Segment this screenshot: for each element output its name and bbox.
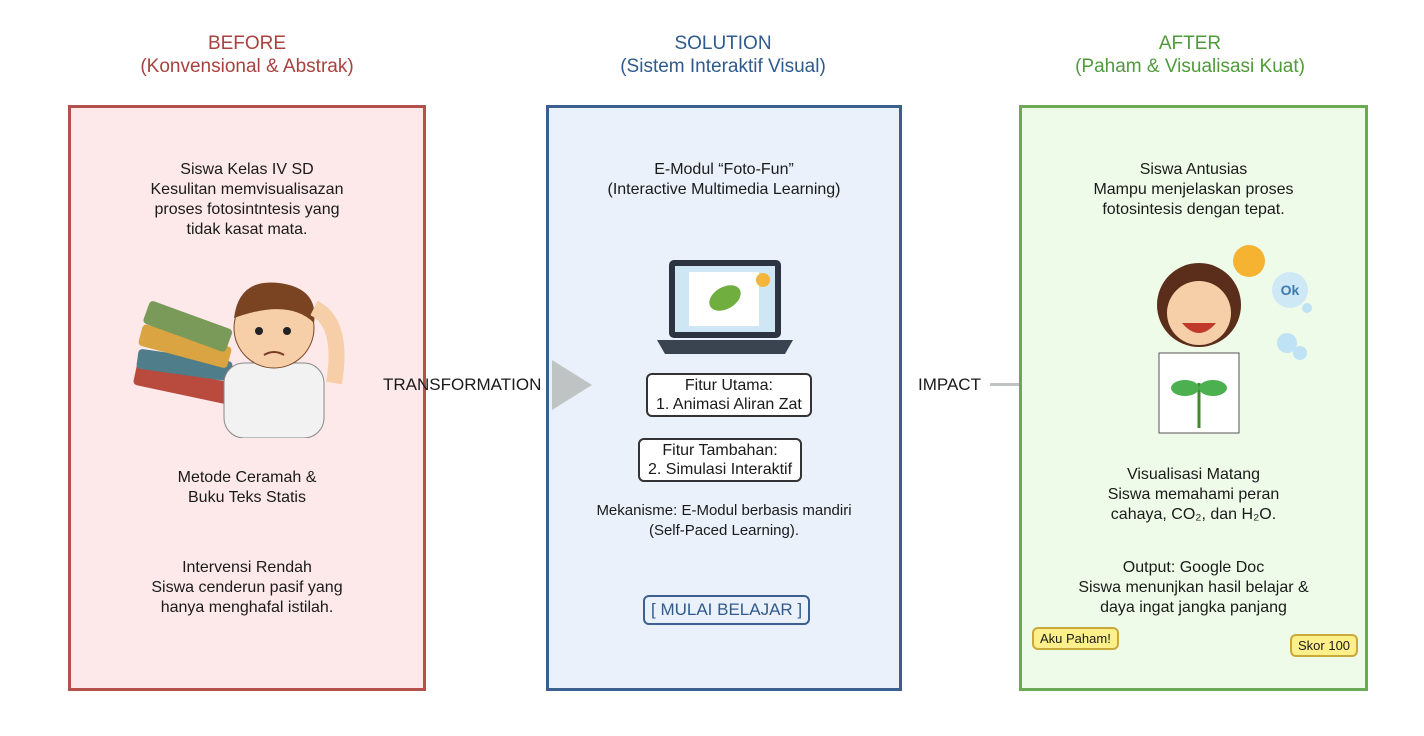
after-output-text: Output: Google Doc Siswa menunjkan hasil… (1022, 558, 1365, 618)
transformation-arrow-icon (552, 360, 592, 410)
solution-module-text: E-Modul “Foto-Fun” (Interactive Multimed… (549, 160, 899, 200)
text-line: Siswa cenderun pasif yang (151, 579, 343, 596)
start-learning-button[interactable]: [ MULAI BELAJAR ] (643, 595, 811, 625)
text-line: Intervensi Rendah (182, 559, 312, 576)
text-line: (Interactive Multimedia Learning) (607, 181, 841, 198)
transformation-label: TRANSFORMATION (383, 375, 542, 394)
confused-student-with-books-illustration (133, 282, 345, 438)
score-badge: Skor 100 (1290, 634, 1359, 657)
text-line: 1. Animasi Aliran Zat (656, 396, 802, 413)
ok-bubble: Ok (1272, 272, 1308, 308)
text-line: E-Modul “Foto-Fun” (654, 161, 794, 178)
text-line: Visualisasi Matang (1126, 466, 1261, 483)
text-line: cahaya, CO₂, dan H₂O. (1110, 506, 1277, 523)
text-line: Siswa Antusias (1139, 161, 1248, 178)
text-line: Mekanisme: E-Modul berbasis mandiri (596, 502, 852, 519)
text-line: Mampu menjelaskan proses (1093, 181, 1294, 198)
before-title: BEFORE (207, 33, 287, 54)
before-intervention-text: Intervensi Rendah Siswa cenderun pasif y… (71, 558, 423, 618)
text-line: Siswa Kelas IV SD (180, 161, 314, 178)
after-panel: Siswa Antusias Mampu menjelaskan proses … (1019, 105, 1368, 691)
extra-feature-box: Fitur Tambahan: 2. Simulasi Interaktif (638, 438, 803, 482)
after-enthusiasm-text: Siswa Antusias Mampu menjelaskan proses … (1022, 160, 1365, 220)
happy-student-with-plant-illustration (1157, 245, 1312, 434)
text-line: Buku Teks Statis (188, 489, 306, 506)
solution-panel: E-Modul “Foto-Fun” (Interactive Multimed… (546, 105, 902, 691)
text-line: (Self-Paced Learning). (648, 522, 800, 539)
before-header: BEFORE (Konvensional & Abstrak) (47, 32, 447, 78)
before-method-text: Metode Ceramah & Buku Teks Statis (71, 468, 423, 508)
text-line: proses fotosintntesis yang (154, 201, 340, 218)
text-line: Fitur Tambahan: (662, 442, 778, 459)
text-line: Output: Google Doc (1122, 559, 1265, 576)
text-line: hanya menghafal istilah. (160, 599, 334, 616)
solution-header: SOLUTION (Sistem Interaktif Visual) (523, 32, 923, 78)
after-header: AFTER (Paham & Visualisasi Kuat) (990, 32, 1390, 78)
text-line: Fitur Utama: (684, 377, 773, 394)
text-line: daya ingat jangka panjang (1100, 599, 1287, 616)
before-subtitle: (Konvensional & Abstrak) (140, 56, 354, 77)
before-panel: Siswa Kelas IV SD Kesulitan memvisualisa… (68, 105, 426, 691)
impact-label: IMPACT (918, 375, 981, 394)
mechanism-text: Mekanisme: E-Modul berbasis mandiri (Sel… (549, 501, 899, 541)
text-line: Siswa memahami peran (1107, 486, 1280, 503)
text-line: Siswa menunjkan hasil belajar & (1078, 579, 1309, 596)
text-line: Metode Ceramah & (177, 469, 317, 486)
after-visualization-text: Visualisasi Matang Siswa memahami peran … (1022, 465, 1365, 525)
solution-title: SOLUTION (674, 33, 772, 54)
text-line: fotosintesis dengan tepat. (1102, 201, 1285, 218)
text-line: 2. Simulasi Interaktif (648, 461, 793, 478)
solution-subtitle: (Sistem Interaktif Visual) (620, 56, 826, 77)
text-line: tidak kasat mata. (186, 221, 308, 238)
main-feature-box: Fitur Utama: 1. Animasi Aliran Zat (646, 373, 812, 417)
after-title: AFTER (1158, 33, 1222, 54)
text-line: Kesulitan memvisualisazan (150, 181, 344, 198)
laptop-illustration (657, 260, 793, 354)
before-problem-text: Siswa Kelas IV SD Kesulitan memvisualisa… (71, 160, 423, 240)
after-subtitle: (Paham & Visualisasi Kuat) (1075, 56, 1305, 77)
understood-badge: Aku Paham! (1032, 627, 1119, 650)
